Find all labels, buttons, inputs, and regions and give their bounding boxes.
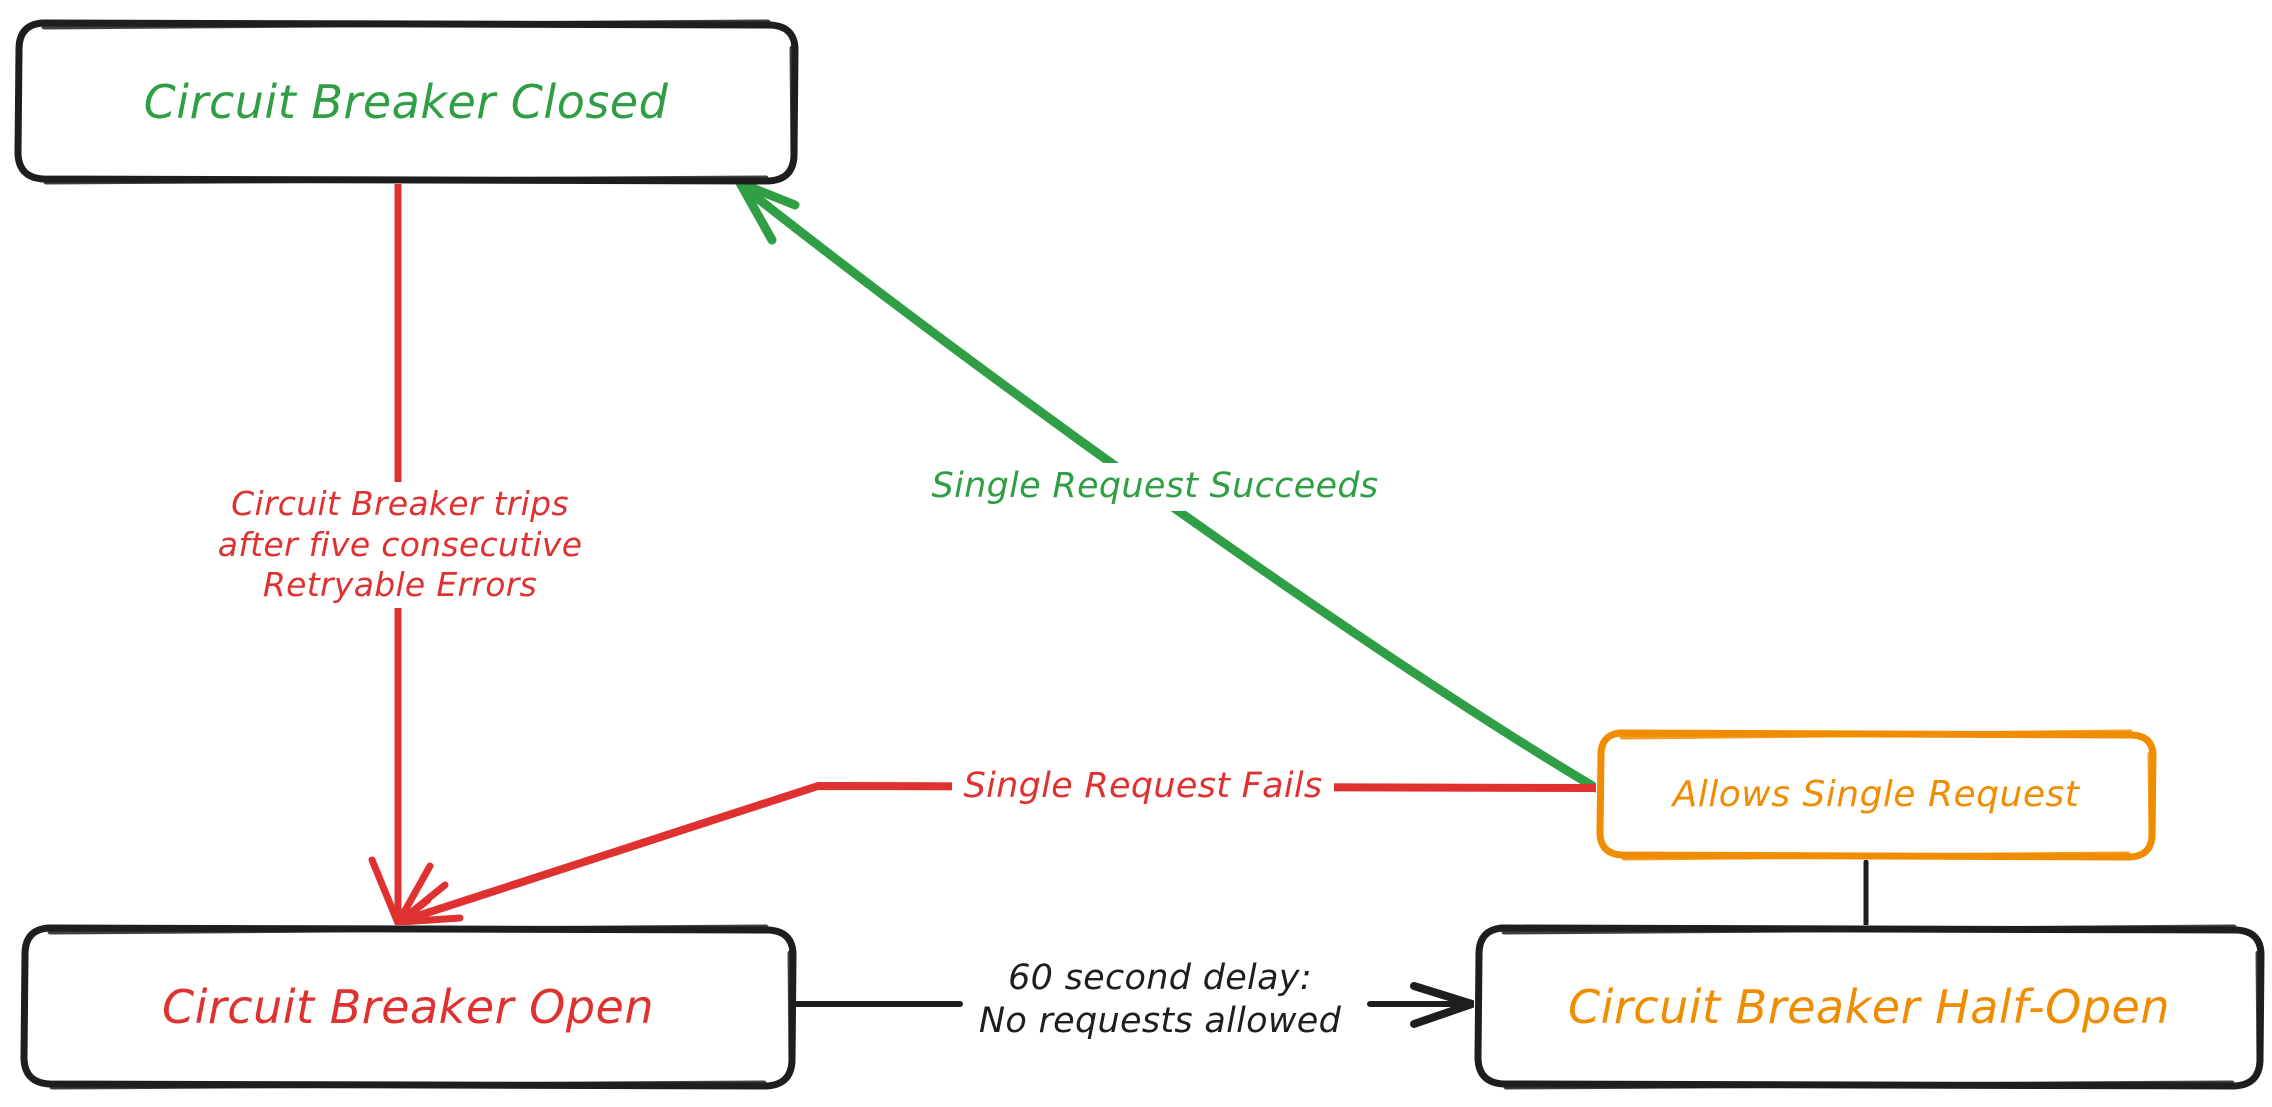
node-label-circuit-breaker-open: Circuit Breaker Open	[162, 979, 654, 1034]
node-border-sketch	[20, 924, 797, 1090]
edge-label-allows-to-open: Single Request Fails	[951, 763, 1335, 811]
edge-label-closed-to-open: Circuit Breaker trips after five consecu…	[207, 481, 593, 609]
node-border-sketch	[14, 19, 799, 185]
edge-label-allows-to-closed: Single Request Succeeds	[919, 463, 1391, 511]
node-label-allows-single-request: Allows Single Request	[1672, 774, 2080, 816]
node-label-circuit-breaker-closed: Circuit Breaker Closed	[143, 74, 669, 129]
node-circuit-breaker-open[interactable]: Circuit Breaker Open	[20, 924, 797, 1090]
node-border-sketch	[1596, 729, 2157, 861]
node-label-circuit-breaker-half-open: Circuit Breaker Half-Open	[1567, 979, 2171, 1034]
node-circuit-breaker-closed[interactable]: Circuit Breaker Closed	[14, 19, 799, 185]
node-allows-single-request[interactable]: Allows Single Request	[1596, 729, 2157, 861]
node-circuit-breaker-half-open[interactable]: Circuit Breaker Half-Open	[1474, 924, 2265, 1090]
node-border-sketch	[1474, 924, 2265, 1090]
edge-label-open-to-half-open: 60 second delay: No requests allowed	[966, 954, 1354, 1046]
